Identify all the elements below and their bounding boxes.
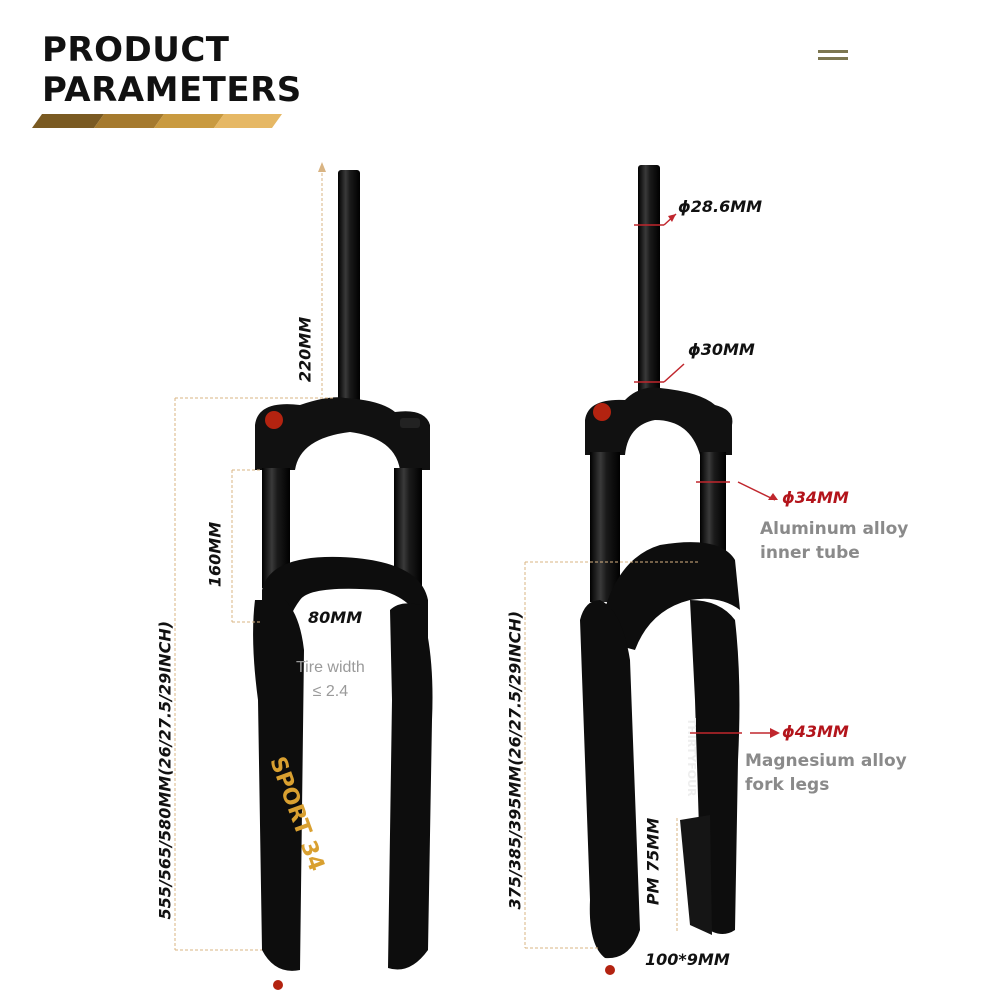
hamburger-menu-icon[interactable] — [818, 50, 848, 62]
inner-tube-diameter: ϕ34MM — [782, 488, 849, 507]
left-fork: SPORT 34 — [253, 170, 433, 990]
steerer-bottom-diameter: ϕ30MM — [688, 340, 755, 359]
left-lower-leg-r — [388, 603, 433, 970]
steerer-arrow-icon — [318, 162, 326, 172]
dia-28-arrow-icon — [668, 214, 676, 222]
fork-leg-line-1: Magnesium alloy — [745, 751, 907, 771]
axle-to-crown-label: 375/385/395MM(26/27.5/29INCH) — [505, 610, 525, 910]
tire-width-line-1: Tire width — [296, 659, 365, 676]
right-dimension-lines — [524, 561, 700, 949]
stripe-segment-2 — [94, 114, 164, 128]
right-stanchion-front — [590, 452, 620, 602]
right-lower-leg-front — [580, 600, 640, 959]
page-title: PRODUCT PARAMETERS — [42, 30, 302, 110]
left-arch — [262, 556, 428, 650]
brake-mount-label: PM 75MM — [643, 817, 663, 906]
steerer-top-diameter: ϕ28.6MM — [678, 197, 763, 216]
axle-label: 100*9MM — [645, 950, 730, 969]
left-steerer-tube — [338, 170, 360, 420]
steerer-length-label: 220MM — [295, 316, 315, 383]
fork-leg-diameter: ϕ43MM — [782, 722, 849, 741]
inner-tube-line-2: inner tube — [760, 543, 860, 563]
dia-30-leader — [663, 363, 685, 383]
left-rebound-knob — [273, 980, 283, 990]
tire-width-line-2: ≤ 2.4 — [312, 683, 349, 700]
fork-leg-line-2: fork legs — [745, 775, 830, 795]
right-leg-text: THIRTYFOUR — [685, 718, 698, 797]
title-underline-stripe — [32, 114, 282, 128]
right-steerer-tube — [638, 165, 660, 395]
width-label: 80MM — [308, 608, 363, 627]
travel-label: 160MM — [205, 521, 225, 588]
left-dimension-lines — [174, 168, 335, 951]
dia-34-arrow-icon — [768, 493, 778, 500]
left-crown — [255, 397, 430, 470]
stripe-segment-3 — [154, 114, 224, 128]
dia-43-arrow-icon — [770, 728, 780, 738]
title-line-2: PARAMETERS — [42, 70, 302, 110]
stripe-segment-4 — [214, 114, 282, 128]
left-air-cap — [265, 411, 283, 429]
right-arch — [598, 542, 740, 650]
title-line-1: PRODUCT — [42, 30, 230, 70]
tire-width-label: Tire width ≤ 2.4 — [296, 656, 365, 704]
stripe-segment-1 — [32, 114, 104, 128]
right-fork: THIRTYFOUR — [580, 165, 740, 975]
right-crown — [585, 387, 733, 455]
total-length-label: 555/565/580MM(26/27.5/29INCH) — [155, 620, 175, 920]
left-lockout-knob — [400, 418, 420, 428]
dia-34-leader — [737, 481, 776, 501]
inner-tube-material: Aluminum alloy inner tube — [760, 517, 908, 565]
fork-leg-material: Magnesium alloy fork legs — [745, 749, 907, 797]
right-air-cap — [593, 403, 611, 421]
left-lower-leg-l — [253, 600, 304, 971]
right-brake-mount — [680, 815, 712, 935]
right-rebound-knob — [605, 965, 615, 975]
right-callout-lines — [634, 213, 776, 734]
inner-tube-line-1: Aluminum alloy — [760, 519, 909, 539]
